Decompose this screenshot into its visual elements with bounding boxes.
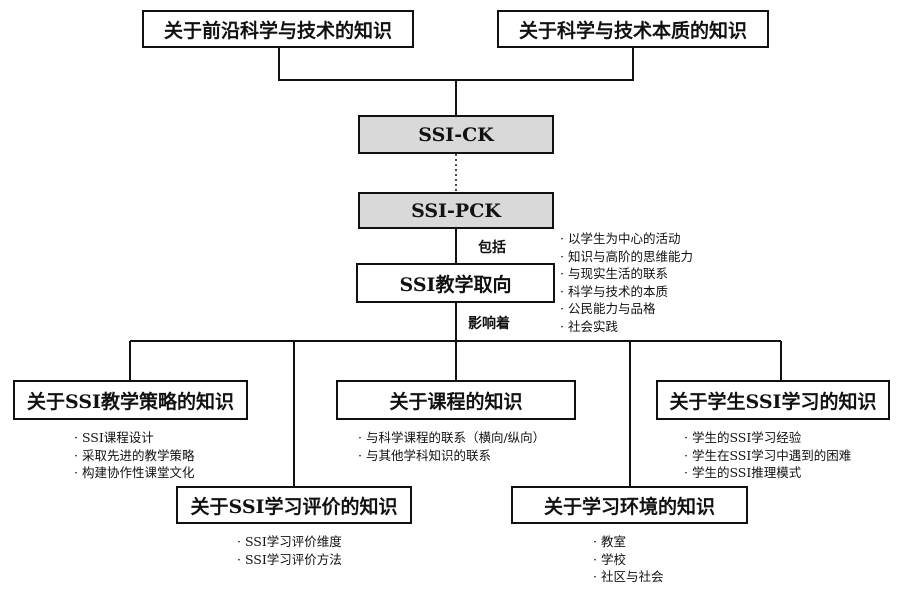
list-item: 学校	[593, 551, 663, 569]
node-learning-knowledge: 关于学生SSI学习的知识	[656, 380, 890, 420]
list-item: SSI课程设计	[74, 429, 194, 447]
node-curriculum-knowledge: 关于课程的知识	[336, 380, 576, 420]
list-item: 学生在SSI学习中遇到的困难	[684, 447, 851, 465]
list-item: 与其他学科知识的联系	[358, 447, 545, 465]
list-item: 知识与高阶的思维能力	[560, 248, 693, 266]
list-strategy: SSI课程设计 采取先进的教学策略 构建协作性课堂文化	[74, 429, 195, 482]
list-item: SSI学习评价维度	[237, 533, 342, 551]
label-includes: 包括	[478, 240, 506, 256]
list-item: 公民能力与品格	[560, 300, 693, 318]
node-frontier-knowledge: 关于前沿科学与技术的知识	[142, 10, 414, 48]
node-nature-knowledge: 关于科学与技术本质的知识	[497, 10, 769, 48]
list-assessment: SSI学习评价维度 SSI学习评价方法	[237, 533, 342, 568]
list-item: 与科学课程的联系（横向/纵向）	[358, 429, 545, 447]
list-item: SSI学习评价方法	[237, 551, 342, 569]
label-influences: 影响着	[468, 316, 510, 332]
list-environment: 教室 学校 社区与社会	[593, 533, 664, 586]
list-item: 社会实践	[560, 318, 693, 336]
list-item: 采取先进的教学策略	[74, 447, 195, 465]
list-item: 学生的SSI学习经验	[684, 429, 851, 447]
list-curriculum: 与科学课程的联系（横向/纵向） 与其他学科知识的联系	[358, 429, 545, 464]
node-environment-knowledge: 关于学习环境的知识	[511, 486, 748, 524]
list-orientation: 以学生为中心的活动 知识与高阶的思维能力 与现实生活的联系 科学与技术的本质 公…	[560, 230, 693, 335]
list-item: 社区与社会	[593, 568, 664, 586]
node-ssi-ck: SSI-CK	[358, 115, 554, 154]
list-item: 构建协作性课堂文化	[74, 464, 195, 482]
node-assessment-knowledge: 关于SSI学习评价的知识	[176, 486, 412, 524]
list-item: 以学生为中心的活动	[560, 230, 693, 248]
list-item: 学生的SSI推理模式	[684, 464, 851, 482]
node-ssi-pck: SSI-PCK	[358, 192, 554, 229]
list-item: 教室	[593, 533, 663, 551]
node-strategy-knowledge: 关于SSI教学策略的知识	[13, 380, 248, 420]
list-item: 科学与技术的本质	[560, 283, 693, 301]
node-ssi-orientation: SSI教学取向	[356, 263, 555, 303]
list-item: 与现实生活的联系	[560, 265, 693, 283]
list-learning: 学生的SSI学习经验 学生在SSI学习中遇到的困难 学生的SSI推理模式	[684, 429, 851, 482]
